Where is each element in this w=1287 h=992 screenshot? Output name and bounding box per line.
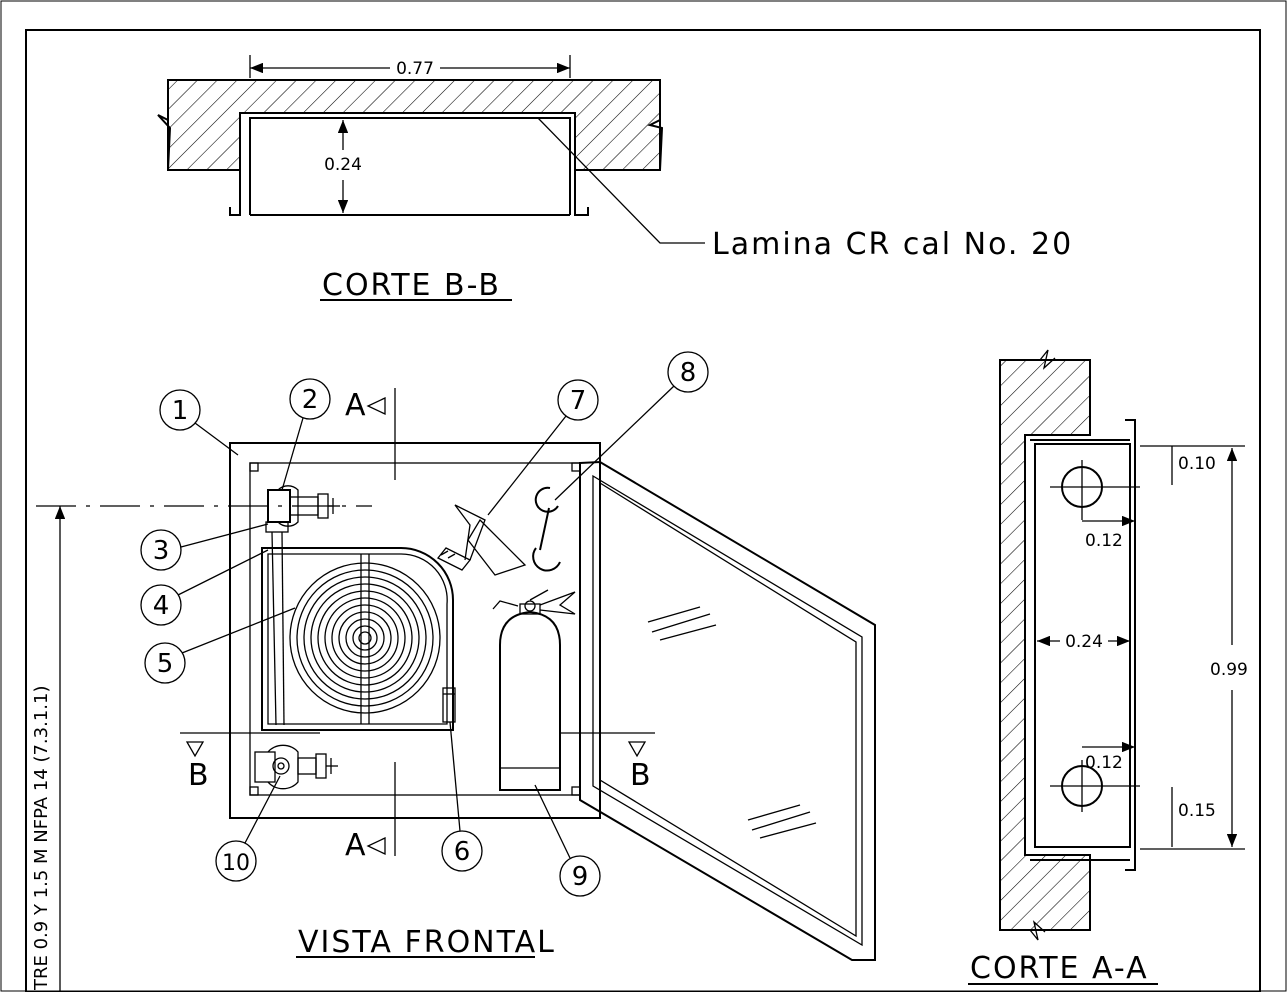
width-dimension: 0.77: [396, 59, 434, 79]
callout-1: 1: [159, 389, 239, 456]
dim-depth: 0.24: [1065, 632, 1103, 652]
height-note: TRE 0.9 Y 1.5 M NFPA 14 (7.3.1.1): [31, 506, 66, 992]
section-b-marker-right: B: [630, 758, 653, 793]
svg-text:8: 8: [680, 358, 697, 388]
hose-rack: [261, 547, 454, 731]
dim-total-height: 0.99: [1210, 660, 1248, 680]
cabinet-frame: [229, 442, 601, 819]
svg-text:7: 7: [570, 386, 587, 416]
depth-dimension: 0.24: [324, 155, 362, 175]
svg-text:10: 10: [222, 851, 250, 876]
dim-hole-top-offset: 0.12: [1085, 531, 1123, 551]
callout-3: 3: [140, 523, 269, 571]
nfpa-note: TRE 0.9 Y 1.5 M NFPA 14 (7.3.1.1): [31, 686, 52, 991]
dim-hole-bottom-offset: 0.12: [1085, 753, 1123, 773]
svg-text:2: 2: [302, 385, 319, 415]
callout-2: 2: [281, 378, 331, 491]
cabinet-door: [579, 460, 876, 961]
svg-text:3: 3: [153, 536, 170, 566]
dim-top-offset: 0.10: [1178, 454, 1216, 474]
section-a-marker-top: A: [345, 388, 368, 423]
front-view-title: VISTA FRONTAL: [298, 925, 556, 960]
callout-10: 10: [215, 775, 281, 882]
callout-4: 4: [140, 549, 269, 626]
svg-text:1: 1: [172, 396, 189, 426]
svg-text:6: 6: [454, 837, 471, 867]
callout-8: 8: [554, 351, 709, 501]
section-aa-title: CORTE A-A: [970, 951, 1149, 986]
callout-9: 9: [534, 784, 601, 897]
section-bb-title: CORTE B-B: [322, 268, 501, 303]
upper-valve: [265, 485, 340, 726]
material-note: Lamina CR cal No. 20: [712, 227, 1073, 262]
front-view: A A B B: [36, 351, 876, 961]
axe: [436, 504, 527, 576]
spanner-wrench: [532, 486, 561, 572]
svg-text:4: 4: [153, 591, 170, 621]
lower-valve: [254, 744, 338, 790]
section-bb: 0.77 0.24 Lamina CR cal No. 20 CORTE B-B: [157, 55, 1073, 303]
svg-text:5: 5: [157, 649, 174, 679]
hose-nozzle: [442, 687, 456, 723]
inner-border: [25, 29, 1261, 992]
fire-extinguisher: [492, 589, 576, 791]
section-b-marker-left: B: [188, 758, 211, 793]
svg-text:9: 9: [572, 862, 589, 892]
callout-6: 6: [441, 721, 483, 872]
hose-coil: [289, 562, 441, 714]
callout-7: 7: [487, 379, 599, 516]
dim-bottom-offset: 0.15: [1178, 801, 1216, 821]
section-a-marker-bottom: A: [345, 828, 368, 863]
section-aa: 0.10 0.12 0.24 0.99 0.12 0.15 CORTE A-A: [968, 349, 1248, 986]
callout-5: 5: [144, 607, 296, 684]
